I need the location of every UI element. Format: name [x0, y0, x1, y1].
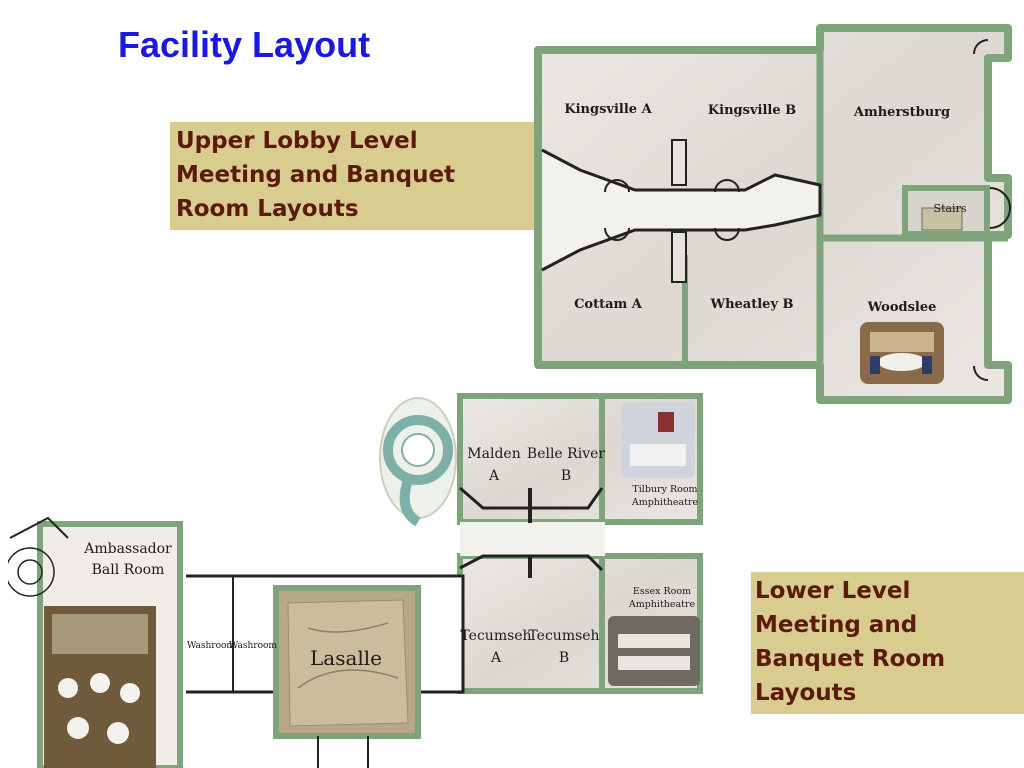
rotunda-sketch: [379, 397, 457, 527]
door: [989, 187, 1011, 229]
room-label-ambassador-sub: Ball Room: [92, 562, 165, 578]
room-label-cottam-a: Cottam A: [574, 297, 643, 312]
room-label-stairs: Stairs: [934, 202, 967, 215]
woodslee-photo: [860, 322, 944, 384]
stairs-room: [902, 185, 990, 237]
caption-line: Lower Level: [755, 578, 911, 604]
room-label-kingsville-b: Kingsville B: [708, 103, 796, 118]
caption-line: Meeting and: [755, 612, 918, 638]
caption-line: Room Layouts: [176, 196, 359, 222]
room-label-malden-suffix: A: [488, 468, 500, 484]
room-label-tecumseh-a-suffix: A: [490, 650, 502, 666]
caption-line: Layouts: [755, 680, 857, 706]
room-label-essex-sub: Amphitheatre: [628, 599, 696, 610]
lower-level-caption: Lower Level Meeting and Banquet Room Lay…: [751, 572, 1024, 714]
corridor: [460, 522, 605, 556]
upper-level-caption: Upper Lobby Level Meeting and Banquet Ro…: [170, 122, 538, 230]
lower-floor-plan: Malden A Belle River B Tilbury Room Amph…: [8, 393, 703, 768]
room-label-tecumseh-a: Tecumseh: [460, 628, 531, 644]
door: [604, 179, 630, 193]
door: [973, 365, 989, 381]
room-label-kingsville-a: Kingsville A: [564, 102, 652, 117]
room-label-tilbury: Tilbury Room: [632, 484, 697, 495]
room-label-lasalle: Lasalle: [310, 646, 382, 670]
door: [714, 179, 740, 193]
caption-line: Meeting and Banquet: [176, 162, 456, 188]
room-label-ambassador: Ambassador: [83, 541, 172, 557]
door: [973, 39, 989, 55]
upper-floor-plan: Kingsville A Kingsville B Amherstburg St…: [534, 24, 1012, 404]
room-label-amherstburg: Amherstburg: [853, 105, 950, 120]
corridor-pillar: [671, 231, 687, 283]
corridor: [541, 148, 822, 272]
room-label-tecumseh-b-suffix: B: [559, 650, 569, 666]
ambassador-photo: [44, 606, 156, 768]
room-label-malden: Malden: [467, 446, 520, 462]
room-label-tecumseh-b: Tecumseh: [528, 628, 599, 644]
stairs-steps: [921, 207, 963, 231]
room-label-washroom: Washroom: [229, 641, 277, 651]
corridor-pillar: [671, 139, 687, 186]
corridor-walls: [459, 486, 604, 572]
room-label-belle-river: Belle River: [527, 446, 605, 462]
ambassador-spiral-stairs: [8, 516, 69, 597]
room-label-washroom: Washroom: [187, 641, 235, 651]
room-label-essex: Essex Room: [633, 586, 691, 597]
lasalle-map: [287, 599, 409, 727]
page-title: Facility Layout: [118, 24, 371, 65]
tilbury-photo: [621, 402, 695, 478]
door: [604, 227, 630, 241]
door: [714, 227, 740, 241]
room-label-belle-river-suffix: B: [561, 468, 571, 484]
essex-photo: [608, 616, 700, 686]
room-label-tilbury-sub: Amphitheatre: [631, 497, 699, 508]
room-label-woodslee: Woodslee: [867, 300, 937, 315]
caption-line: Upper Lobby Level: [176, 128, 418, 154]
lasalle-map: [297, 622, 399, 689]
room-label-wheatley-b: Wheatley B: [709, 297, 793, 312]
caption-line: Banquet Room: [755, 646, 946, 672]
